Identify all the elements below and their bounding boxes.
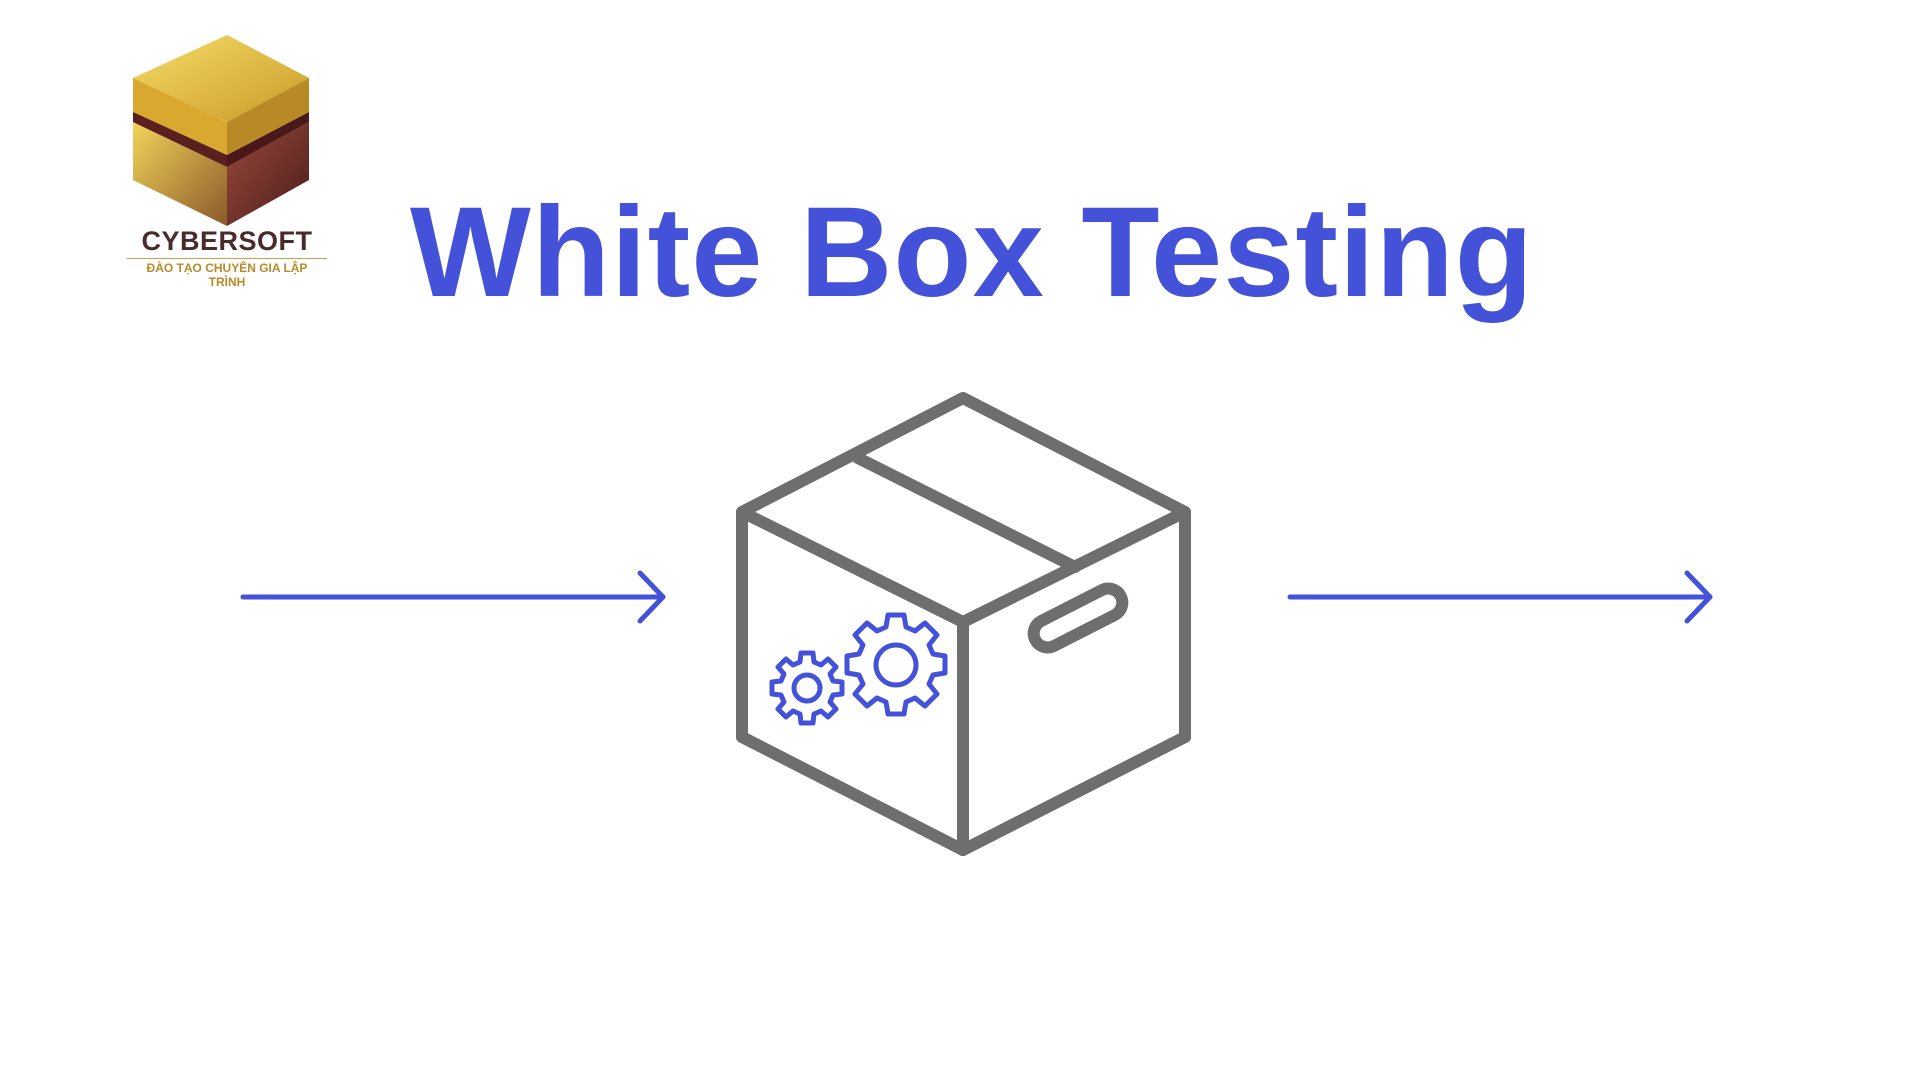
- page-title: White Box Testing: [410, 181, 1534, 324]
- open-box-icon: [736, 392, 1191, 856]
- logo-cube-icon: [133, 35, 309, 226]
- gears-icon: [769, 612, 948, 726]
- output-arrow-icon: [1287, 570, 1713, 624]
- cybersoft-logo: CYBERSOFT ĐÀO TẠO CHUYÊN GIA LẬP TRÌNH: [127, 30, 327, 289]
- input-arrow-icon: [240, 570, 666, 624]
- logo-tagline: ĐÀO TẠO CHUYÊN GIA LẬP TRÌNH: [127, 258, 327, 289]
- logo-name: CYBERSOFT: [141, 226, 313, 256]
